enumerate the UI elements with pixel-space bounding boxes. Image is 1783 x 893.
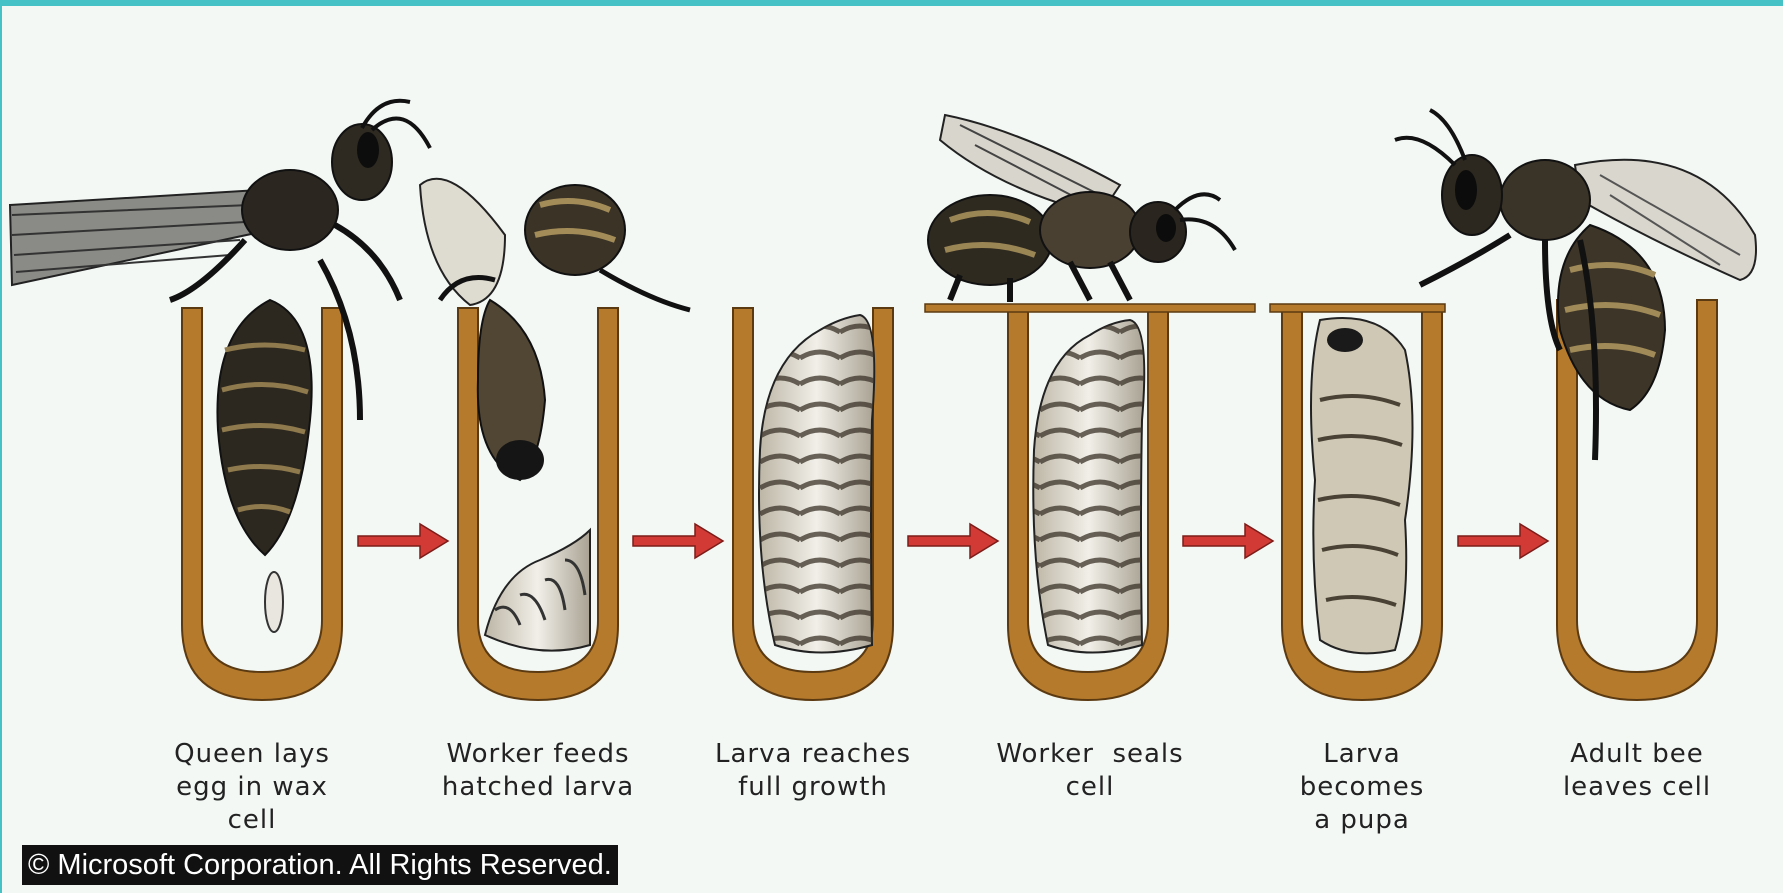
wax-cap <box>925 304 1255 312</box>
caption-line: Adult bee <box>1537 738 1737 771</box>
arrow-1 <box>358 524 448 558</box>
caption-worker-feeds-larva: Worker feeds hatched larva <box>438 738 638 804</box>
caption-queen-lays-egg: Queen lays egg in wax cell <box>152 738 352 837</box>
caption-line: full growth <box>713 771 913 804</box>
grown-larva-illustration <box>759 315 874 653</box>
caption-line: a pupa <box>1262 804 1462 837</box>
arrow-2 <box>633 524 723 558</box>
arrow-4 <box>1183 524 1273 558</box>
caption-line: hatched larva <box>438 771 638 804</box>
caption-line: Queen lays <box>152 738 352 771</box>
arrow-3 <box>908 524 998 558</box>
wax-cap-2 <box>1270 304 1445 312</box>
queen-bee-illustration <box>10 101 430 632</box>
caption-line: cell <box>990 771 1190 804</box>
copyright-notice: © Microsoft Corporation. All Rights Rese… <box>22 845 618 885</box>
caption-line: leaves cell <box>1537 771 1737 804</box>
caption-line: Worker feeds <box>438 738 638 771</box>
caption-line: Larva reaches <box>713 738 913 771</box>
pupa-illustration <box>1311 318 1413 653</box>
caption-line: Worker seals <box>990 738 1190 771</box>
caption-adult-leaves-cell: Adult bee leaves cell <box>1537 738 1737 804</box>
worker-sealing-illustration <box>928 115 1235 653</box>
caption-larva-full-growth: Larva reaches full growth <box>713 738 913 804</box>
caption-larva-becomes-pupa: Larva becomes a pupa <box>1262 738 1462 837</box>
caption-line: egg in wax cell <box>152 771 352 837</box>
caption-worker-seals-cell: Worker seals cell <box>990 738 1190 804</box>
caption-line: Larva becomes <box>1262 738 1462 804</box>
arrow-5 <box>1458 524 1548 558</box>
